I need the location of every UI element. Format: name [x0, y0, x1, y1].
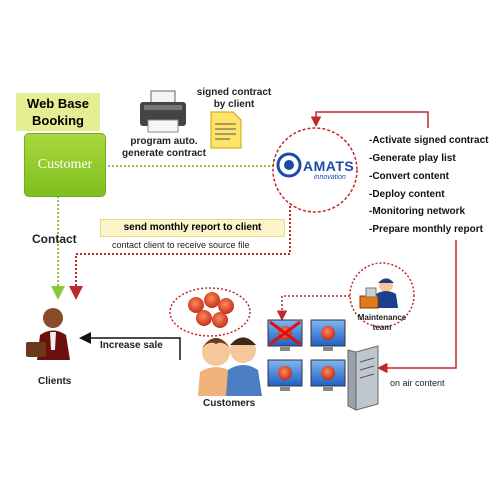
customers-icon [198, 337, 262, 396]
title-line1: Web Base [27, 96, 89, 111]
technician-icon [359, 278, 398, 309]
process-item-playlist: -Generate play list [369, 153, 456, 164]
web-base-booking-title: Web Base Booking [16, 93, 100, 131]
contract-label-line2: by client [213, 99, 255, 110]
document-icon [210, 111, 242, 149]
logo-name: AMATS [303, 158, 355, 174]
client-person-icon [26, 308, 70, 360]
monitor-grid-icon [267, 319, 346, 391]
printer-label-line2: generate contract [122, 148, 206, 159]
printer-icon [140, 90, 186, 133]
maintenance-label-line2: team [372, 323, 392, 332]
maintenance-label-line1: Maintenance [357, 313, 407, 322]
maintenance-label: Maintenance team [350, 313, 414, 333]
speech-bubble-icon [169, 287, 251, 337]
process-item-activate: -Activate signed contract [369, 135, 489, 146]
process-item-convert: -Convert content [369, 171, 449, 182]
arrow-list-to-logo [310, 111, 429, 128]
report-note: contact client to receive source file [112, 240, 250, 250]
arrow-report-to-clients [69, 190, 291, 300]
server-icon [347, 345, 379, 411]
contact-label: Contact [32, 232, 77, 246]
arrow-increase-sale [79, 332, 181, 360]
increase-sale-label: Increase sale [100, 340, 163, 351]
customer-box: Customer [24, 133, 106, 197]
process-item-deploy: -Deploy content [369, 189, 445, 200]
clients-label: Clients [38, 376, 72, 387]
logo-circle [272, 127, 358, 213]
process-item-report: -Prepare monthly report [369, 224, 483, 235]
arrow-list-to-servers [377, 240, 457, 374]
logo-tagline: innovation [314, 174, 346, 181]
contract-label: signed contract by client [188, 87, 280, 111]
monthly-report-box: send monthly report to client [100, 219, 285, 237]
on-air-label: on air content [390, 378, 445, 388]
amats-swirl-icon [276, 152, 302, 178]
customers-label: Customers [203, 398, 256, 409]
arrow-maintenance-to-monitors [276, 295, 350, 321]
contract-label-line1: signed contract [196, 87, 272, 98]
title-line2: Booking [32, 113, 84, 128]
printer-label-line1: program auto. [130, 136, 198, 147]
printer-label: program auto. generate contract [112, 136, 216, 160]
process-item-monitor: -Monitoring network [369, 206, 466, 217]
